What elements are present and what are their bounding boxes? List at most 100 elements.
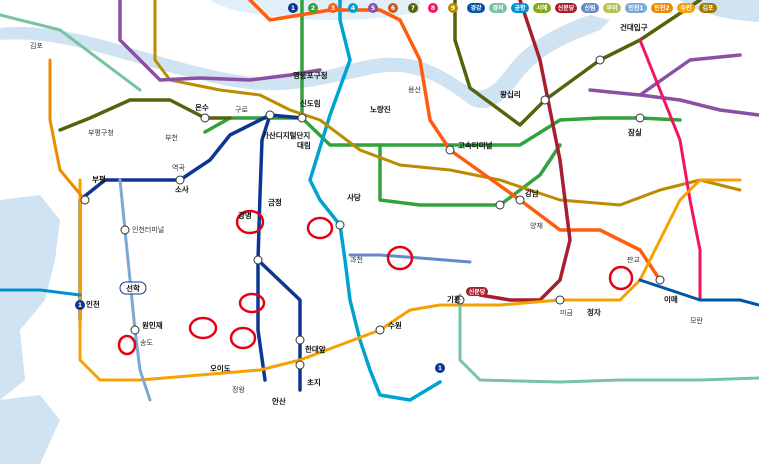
badge-shinbundang-label: 신분당 bbox=[558, 4, 575, 12]
badge-seohae[interactable] bbox=[533, 3, 551, 13]
station-geumjeong[interactable] bbox=[253, 255, 263, 265]
badge-incheon1[interactable] bbox=[625, 3, 647, 13]
station-gyodae[interactable] bbox=[495, 200, 505, 210]
line-9 bbox=[153, 0, 742, 207]
badge-line-3[interactable] bbox=[328, 3, 338, 13]
label-sadang: 사당 bbox=[347, 192, 361, 202]
selected-station-box[interactable] bbox=[119, 281, 147, 295]
badge-sillim[interactable] bbox=[581, 3, 599, 13]
label-gwacheon: 과천 bbox=[350, 255, 363, 264]
badge-airport-label: 공항 bbox=[514, 4, 526, 12]
line-gyeonggang bbox=[638, 278, 759, 307]
top-badges: 1 2 3 4 5 6 7 8 9 경강 경의 공항 서해 신분당 신림 우이 … bbox=[288, 3, 717, 13]
line-suin bbox=[78, 178, 742, 382]
label-ansan: 안산 bbox=[272, 396, 286, 406]
badge-shinbundang-map bbox=[466, 287, 488, 296]
label-sindorim: 신도림 bbox=[300, 98, 321, 108]
badge-incheon2[interactable] bbox=[651, 3, 673, 13]
badge-sillim-label: 신림 bbox=[584, 4, 595, 12]
badge-line-2[interactable] bbox=[308, 3, 318, 13]
badge-line-4[interactable] bbox=[348, 3, 358, 13]
label-incheon-terminal: 인천터미널 bbox=[132, 225, 164, 234]
station-wangsimni[interactable] bbox=[540, 95, 550, 105]
badge-suin[interactable] bbox=[677, 3, 695, 13]
label-incheon: 인천 bbox=[86, 299, 100, 309]
line-8 bbox=[638, 38, 702, 302]
label-yeokgok: 역곡 bbox=[172, 163, 185, 172]
line-sillim bbox=[348, 253, 472, 264]
station-incheon-terminal[interactable] bbox=[120, 225, 130, 235]
badge-line-8[interactable] bbox=[428, 3, 438, 13]
highlight-8 bbox=[608, 265, 634, 291]
badge-line-8-label: 8 bbox=[431, 5, 435, 12]
badge-shinbundang-map-label: 신분당 bbox=[469, 288, 486, 296]
line-2-loop bbox=[378, 143, 562, 207]
station-woninjae[interactable] bbox=[130, 325, 140, 335]
highlight-7 bbox=[117, 334, 137, 356]
label-giheung: 기흥 bbox=[447, 294, 461, 304]
label-jeongja: 정자 bbox=[587, 307, 601, 317]
line-airport bbox=[0, 288, 82, 297]
highlight-annotations bbox=[117, 209, 634, 356]
station-bupyeong[interactable] bbox=[80, 195, 90, 205]
line-1 bbox=[78, 113, 304, 382]
station-giheung[interactable] bbox=[455, 295, 465, 305]
label-jeongwang: 정왕 bbox=[232, 385, 245, 394]
badge-line-7[interactable] bbox=[408, 3, 418, 13]
line-incheon2 bbox=[48, 58, 87, 202]
line-incheon1 bbox=[118, 178, 152, 402]
station-bucheon[interactable] bbox=[175, 175, 185, 185]
station-jeongja[interactable] bbox=[555, 295, 565, 305]
label-bupyeong: 부평 bbox=[92, 174, 106, 184]
label-gimpo: 김포 bbox=[30, 42, 43, 50]
label-yongsan: 용산 bbox=[408, 85, 421, 94]
badge-line-6[interactable] bbox=[388, 3, 398, 13]
badge-gyeonggang[interactable] bbox=[467, 3, 485, 13]
station-yeongdeungpo[interactable] bbox=[297, 113, 307, 123]
line-gyeongui bbox=[0, 13, 759, 384]
station-gangnam[interactable] bbox=[515, 195, 525, 205]
station-chojii[interactable] bbox=[295, 360, 305, 370]
label-bucheon: 부천 bbox=[165, 133, 178, 142]
badge-suin-label: 수인 bbox=[680, 4, 692, 12]
station-sindorim[interactable] bbox=[265, 110, 275, 120]
sea-area bbox=[0, 195, 60, 400]
station-jamsil[interactable] bbox=[635, 113, 645, 123]
badge-gimpo[interactable] bbox=[699, 3, 717, 13]
badge-incheon2-label: 인천2 bbox=[654, 4, 669, 12]
badge-line-7-label: 7 bbox=[411, 5, 415, 12]
station-ansan[interactable] bbox=[295, 335, 305, 345]
highlight-3 bbox=[386, 245, 414, 271]
station-labels: 김포 부평 부평구청 부천 역곡 소사 온수 가산디지털단지 구로 신도림 영등… bbox=[30, 22, 703, 406]
badge-line-5-label: 5 bbox=[371, 5, 375, 12]
badge-gyeongui-label: 경의 bbox=[492, 4, 503, 12]
station-konkuk[interactable] bbox=[595, 55, 605, 65]
highlight-2 bbox=[306, 216, 334, 240]
badge-line-5[interactable] bbox=[368, 3, 378, 13]
highlight-5 bbox=[188, 316, 218, 340]
station-imae[interactable] bbox=[655, 275, 665, 285]
badge-shinbundang[interactable] bbox=[555, 3, 577, 13]
station-sadang[interactable] bbox=[335, 220, 345, 230]
badge-line-1-label: 1 bbox=[291, 5, 295, 12]
station-suwon[interactable] bbox=[375, 325, 385, 335]
badge-gyeongui[interactable] bbox=[489, 3, 507, 13]
station-express[interactable] bbox=[445, 145, 455, 155]
label-konkuk: 건대입구 bbox=[620, 22, 648, 32]
station-onsu[interactable] bbox=[200, 113, 210, 123]
han-river bbox=[0, 15, 610, 109]
badge-ui-label: 우이 bbox=[606, 4, 617, 12]
badge-line1-incheon bbox=[75, 300, 85, 310]
label-songdo: 송도 bbox=[140, 339, 153, 347]
badge-ui[interactable] bbox=[603, 3, 621, 13]
label-migeum: 미금 bbox=[560, 308, 573, 317]
line-end-badges: 1 신분당 1 bbox=[75, 287, 488, 373]
label-bupyeonggu: 부평구청 bbox=[88, 128, 114, 137]
badge-line-1[interactable] bbox=[288, 3, 298, 13]
label-jamsil: 잠실 bbox=[628, 127, 642, 137]
badge-line-3-label: 3 bbox=[331, 5, 335, 12]
badge-airport[interactable] bbox=[511, 3, 529, 13]
badge-line-9[interactable] bbox=[448, 3, 458, 13]
label-daerim: 대림 bbox=[297, 140, 311, 150]
